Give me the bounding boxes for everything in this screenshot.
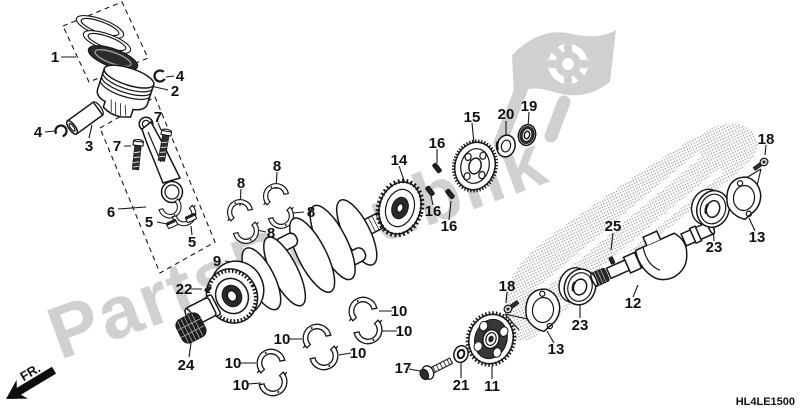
gear-icon xyxy=(548,44,588,84)
flag-pole-segment xyxy=(544,95,571,143)
callout-10f: 10 xyxy=(233,377,250,394)
flange-bolt xyxy=(419,357,454,381)
callout-23b: 23 xyxy=(572,317,589,334)
rod-nut xyxy=(165,218,179,230)
piston-pin-clip-top xyxy=(153,69,167,83)
balancer-pin xyxy=(608,256,616,265)
callout-19: 19 xyxy=(521,98,538,115)
rod-bolt-left xyxy=(131,138,144,171)
arrow-icon xyxy=(6,366,57,399)
balancer-washer xyxy=(453,344,469,364)
diagram-part-code: HL4LE1500 xyxy=(736,396,795,408)
clutch-roller xyxy=(425,185,435,197)
callout-10c: 10 xyxy=(274,331,291,348)
callout-8d: 8 xyxy=(267,225,275,242)
callout-16c: 16 xyxy=(441,218,458,235)
callout-18b: 18 xyxy=(499,278,516,295)
lock-washer xyxy=(517,123,537,147)
radial-ball-bearing xyxy=(690,188,731,229)
balancer-driven-gear xyxy=(465,311,517,367)
rod-bearing-shell xyxy=(256,178,290,207)
callout-24: 24 xyxy=(178,357,195,374)
driven-gear-plate xyxy=(451,139,499,193)
callout-10e: 10 xyxy=(225,355,242,372)
callout-16b: 16 xyxy=(425,203,442,220)
leader-lines xyxy=(44,56,767,385)
callout-21: 21 xyxy=(453,377,470,394)
callout-15: 15 xyxy=(464,109,481,126)
callout-5b: 5 xyxy=(188,234,196,251)
main-bearing-shell xyxy=(295,318,332,351)
clutch-roller xyxy=(432,162,442,174)
main-bearing-shell xyxy=(341,291,378,324)
piston-pin xyxy=(65,101,104,135)
bearing-setting-plate xyxy=(726,176,762,221)
balancer-shaft xyxy=(590,220,716,288)
piston-pin-clip-left xyxy=(54,124,68,138)
callout-23a: 23 xyxy=(706,239,723,256)
front-direction-arrow: FR. xyxy=(6,360,57,399)
callout-13b: 13 xyxy=(548,341,565,358)
callout-6: 6 xyxy=(107,204,115,221)
sprocket-barrel xyxy=(175,312,207,344)
callout-22: 22 xyxy=(176,281,193,298)
conrod-dashed-box xyxy=(99,96,216,274)
main-bearing-shell xyxy=(249,343,286,376)
callout-9: 9 xyxy=(213,253,221,270)
small-bolt xyxy=(503,300,520,314)
thrust-washer xyxy=(495,134,516,158)
callout-13a: 13 xyxy=(749,229,766,246)
callout-8b: 8 xyxy=(237,175,245,192)
callout-1: 1 xyxy=(51,49,59,66)
callout-10d: 10 xyxy=(350,345,367,362)
callout-16a: 16 xyxy=(429,135,446,152)
woodruff-key xyxy=(204,286,212,292)
callout-14: 14 xyxy=(391,152,408,169)
callout-4a: 4 xyxy=(176,68,185,85)
piston xyxy=(96,64,155,118)
radial-ball-bearing xyxy=(558,267,597,306)
crankshaft xyxy=(184,199,398,327)
callout-7b: 7 xyxy=(113,138,121,155)
rod-bearing-shell xyxy=(220,194,254,223)
rod-nut xyxy=(184,212,198,224)
callout-25: 25 xyxy=(605,218,622,235)
callout-8c: 8 xyxy=(307,204,315,221)
callout-3: 3 xyxy=(85,138,93,155)
main-bearing-shell xyxy=(258,369,295,402)
main-bearing-shell xyxy=(309,343,346,376)
piston-ring-set xyxy=(75,15,139,71)
callout-8a: 8 xyxy=(273,158,281,175)
callout-10a: 10 xyxy=(391,303,408,320)
callout-17: 17 xyxy=(395,360,412,377)
clutch-roller xyxy=(445,188,455,200)
callout-5a: 5 xyxy=(145,214,153,231)
callout-4b: 4 xyxy=(34,124,43,141)
callout-7a: 7 xyxy=(154,109,162,126)
callout-2: 2 xyxy=(171,83,179,100)
small-bolt xyxy=(752,157,769,171)
callout-12: 12 xyxy=(625,295,642,312)
callouts: 1 2 4 4 3 7 7 6 5 5 8 8 8 8 9 22 24 10 1… xyxy=(34,49,775,395)
rod-bolt-right xyxy=(157,128,173,162)
ring-set-dashed-box xyxy=(62,1,149,83)
bearing-setting-plate xyxy=(525,288,561,333)
callout-18a: 18 xyxy=(758,131,775,148)
callout-20: 20 xyxy=(498,106,515,123)
callout-11: 11 xyxy=(484,378,500,395)
callout-10b: 10 xyxy=(396,323,413,340)
